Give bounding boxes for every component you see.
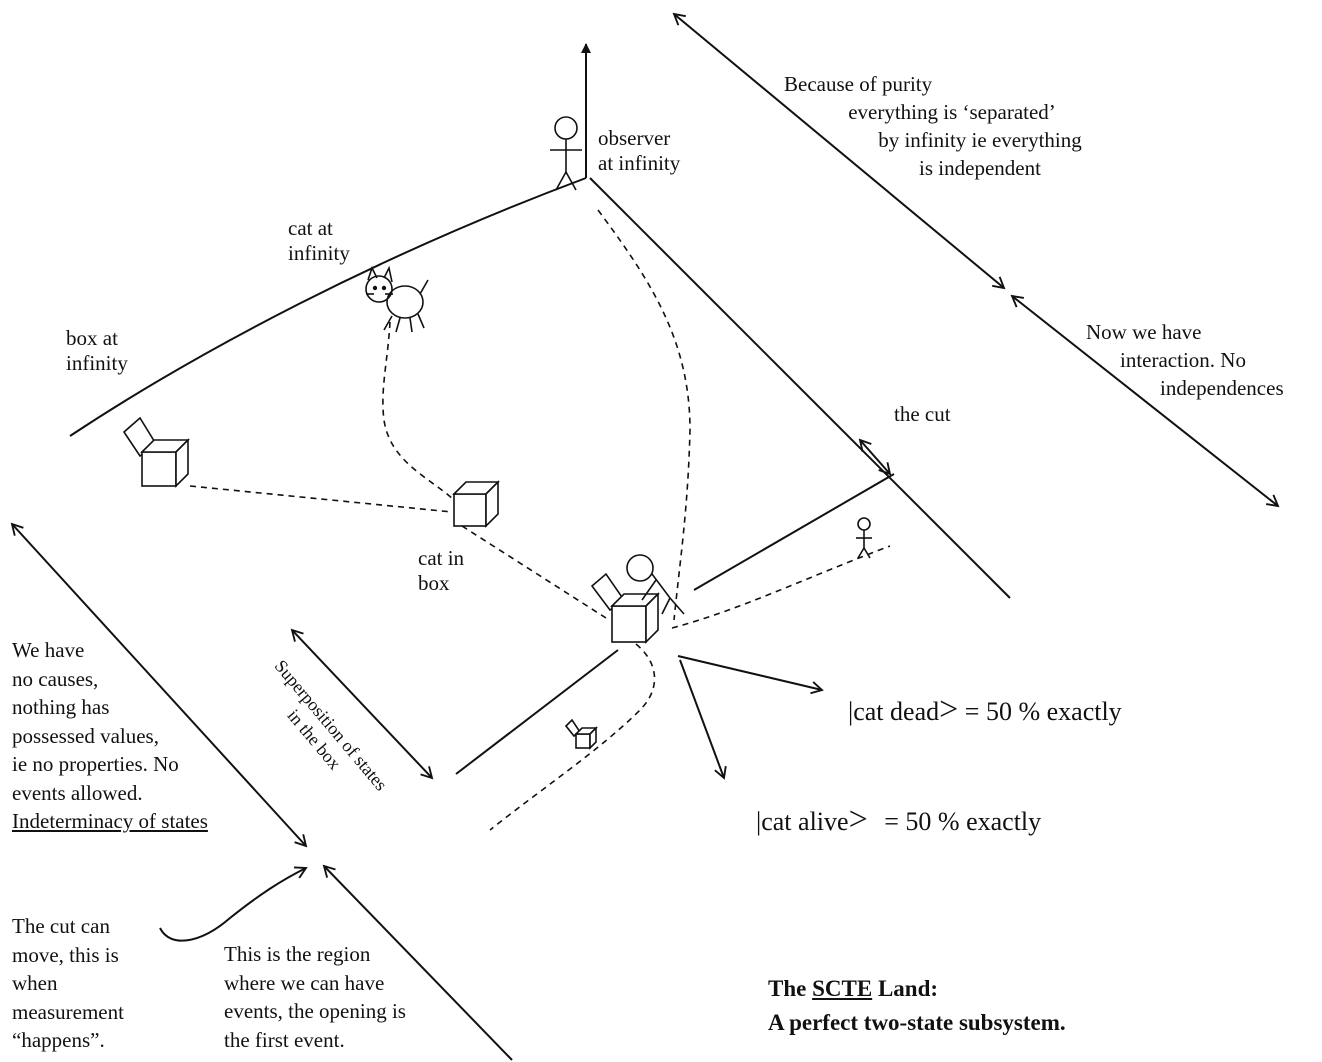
diagram-subtitle: A perfect two-state subsystem. — [768, 1006, 1066, 1040]
no-causes-text: We have no causes, nothing has possessed… — [12, 636, 208, 836]
small-double-arrow — [860, 440, 890, 474]
cat-dead-arrow — [678, 656, 822, 690]
dashed-center-link — [462, 526, 606, 618]
small-box-cube — [566, 720, 596, 748]
events-region-text: This is the region where we can have eve… — [224, 940, 406, 1054]
scte-label: SCTE — [812, 976, 872, 1001]
dashed-observer-link — [598, 210, 690, 620]
cat-dead-label: cat dead — [853, 697, 939, 726]
cat-alive-arrow — [680, 660, 724, 778]
dashed-small-observer-link — [672, 546, 890, 628]
center-box-cube — [592, 574, 658, 642]
small-observer-figure — [856, 518, 872, 558]
dashed-box-link — [190, 486, 452, 512]
purity-text: Because of purity everything is ‘separat… — [776, 70, 1128, 182]
the-cut-label: the cut — [894, 402, 951, 427]
cat-dead-probability: = 50 % exactly — [965, 697, 1122, 726]
cat-alive-state: |cat alive> = 50 % exactly — [756, 800, 1041, 841]
cat-alive-probability: = 50 % exactly — [874, 807, 1041, 836]
indeterminacy-text: Indeterminacy of states — [12, 807, 208, 836]
ket-angle-alive: > — [849, 801, 868, 838]
cat-in-box-label: cat in box — [418, 546, 464, 596]
ket-angle-dead: > — [939, 691, 958, 728]
cat-drawing — [366, 268, 428, 332]
cat-at-infinity-label: cat at infinity — [288, 216, 350, 266]
box-at-infinity-cube — [124, 418, 188, 486]
cat-in-box-cube — [454, 482, 498, 526]
diagram-title: The SCTE Land: A perfect two-state subsy… — [768, 972, 1066, 1040]
box-at-infinity-label: box at infinity — [66, 326, 128, 376]
dashed-cat-link — [383, 322, 454, 500]
cat-alive-label: cat alive — [761, 807, 848, 836]
cut-segment-lower — [456, 650, 618, 774]
interaction-text: Now we have interaction. No independence… — [1086, 318, 1284, 402]
observer-stick-figure — [550, 117, 582, 190]
cat-dead-state: |cat dead> = 50 % exactly — [848, 690, 1122, 731]
cut-move-curved-arrow — [160, 868, 306, 941]
observer-label: observer at infinity — [598, 126, 680, 176]
cut-move-text: The cut can move, this is when measureme… — [12, 912, 124, 1055]
dashed-lower-link — [490, 644, 655, 830]
